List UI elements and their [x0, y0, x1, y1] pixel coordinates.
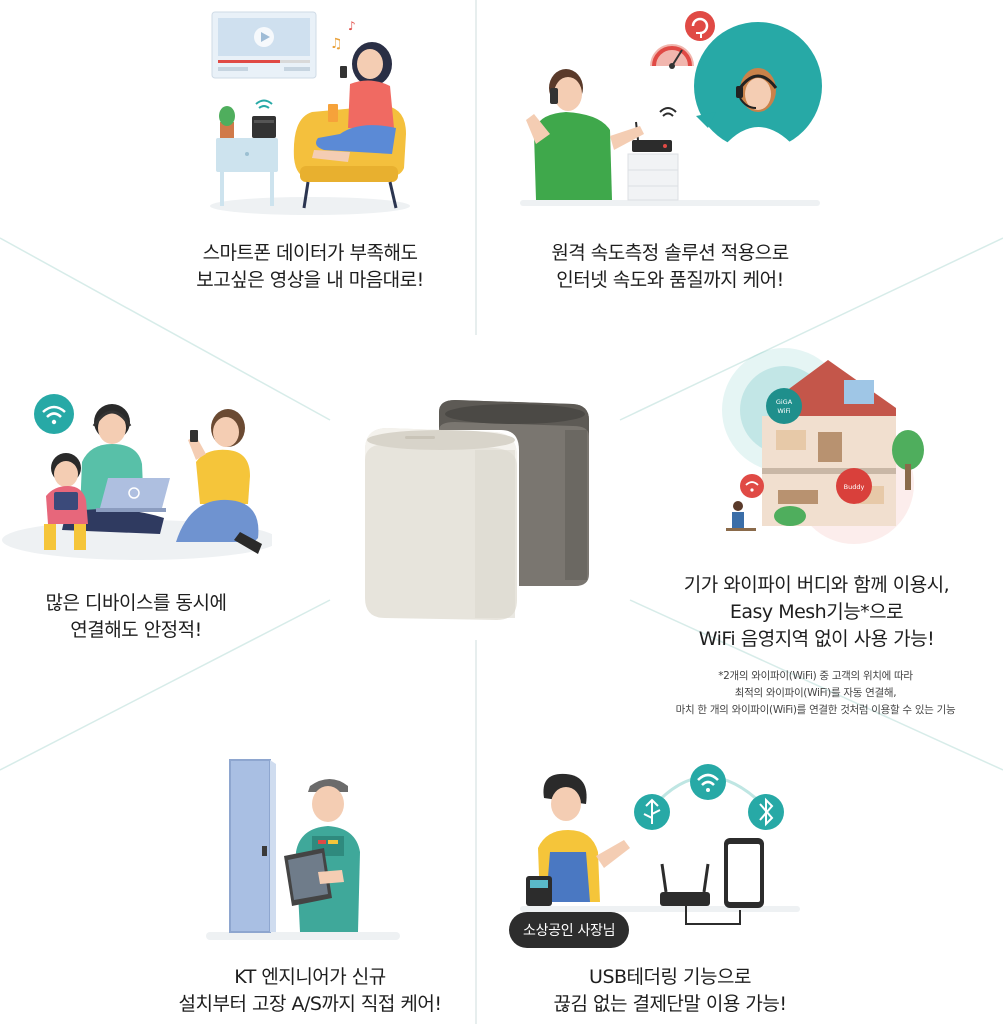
- caption-line: 많은 디바이스를 동시에: [45, 592, 227, 614]
- feature-mesh-caption: 기가 와이파이 버디와 함께 이용시, Easy Mesh기능*으로 WiFi …: [630, 572, 1003, 653]
- small-business-owner-badge: 소상공인 사장님: [509, 912, 630, 948]
- footnote-line: 마치 한 개의 와이파이(WiFi)를 연결한 것처럼 이용할 수 있는 기능: [675, 704, 956, 716]
- feature-smartphone-caption: 스마트폰 데이터가 부족해도 보고싶은 영상을 내 마음대로!: [110, 240, 510, 294]
- footnote-line: *2개의 와이파이(WiFi) 중 고객의 위치에 따라: [718, 670, 913, 682]
- caption-line: KT 엔지니어가 신규: [234, 966, 386, 988]
- caption-line: 보고싶은 영상을 내 마음대로!: [196, 269, 424, 291]
- multi-device-family-illustration: [2, 394, 272, 560]
- kt-engineer-illustration: [206, 759, 400, 940]
- feature-speedtest-caption: 원격 속도측정 솔루션 적용으로 인터넷 속도와 품질까지 케어!: [470, 240, 870, 294]
- svg-text:Buddy: Buddy: [844, 483, 865, 491]
- feature-mesh-footnote: *2개의 와이파이(WiFi) 중 고객의 위치에 따라 최적의 와이파이(Wi…: [628, 668, 1003, 719]
- feature-usb-caption: USB테더링 기능으로 끊김 없는 결제단말 이용 가능!: [470, 964, 870, 1018]
- caption-line: 끊김 없는 결제단말 이용 가능!: [553, 993, 787, 1015]
- caption-line: 연결해도 안정적!: [70, 619, 202, 641]
- usb-tethering-illustration: [520, 764, 800, 925]
- caption-line: 스마트폰 데이터가 부족해도: [202, 242, 418, 264]
- feature-engineer-caption: KT 엔지니어가 신규 설치부터 고장 A/S까지 직접 케어!: [110, 964, 510, 1018]
- caption-line: 설치부터 고장 A/S까지 직접 케어!: [178, 993, 443, 1015]
- footnote-line: 최적의 와이파이(WiFi)를 자동 연결해,: [734, 687, 897, 699]
- caption-line: 인터넷 속도와 품질까지 케어!: [556, 269, 784, 291]
- caption-line: WiFi 음영지역 없이 사용 가능!: [698, 628, 935, 650]
- caption-line: USB테더링 기능으로: [589, 966, 751, 988]
- caption-line: Easy Mesh기능*으로: [729, 601, 904, 623]
- video-streaming-illustration: ♫ ♪: [210, 11, 410, 215]
- caption-line: 기가 와이파이 버디와 함께 이용시,: [683, 574, 950, 596]
- easy-mesh-house-illustration: GiGA WiFi Buddy: [722, 348, 924, 544]
- feature-multidevice-caption: 많은 디바이스를 동시에 연결해도 안정적!: [0, 590, 272, 644]
- caption-line: 원격 속도측정 솔루션 적용으로: [551, 242, 789, 264]
- remote-speedtest-illustration: [520, 11, 822, 206]
- svg-text:♪: ♪: [348, 19, 356, 33]
- svg-text:WiFi: WiFi: [777, 407, 790, 415]
- svg-text:GiGA: GiGA: [776, 398, 793, 406]
- svg-text:♫: ♫: [330, 36, 343, 52]
- giga-wifi-buddy-product-image: [365, 400, 589, 620]
